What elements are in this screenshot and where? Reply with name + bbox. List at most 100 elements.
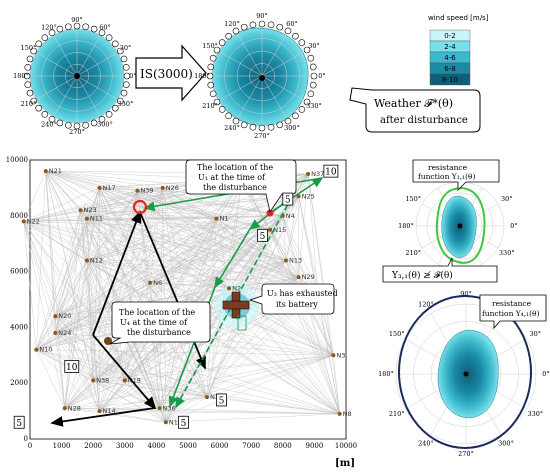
map-node-label: N16 [169,418,182,426]
boundary-marker [218,39,226,46]
p1-angle-label: 150° [21,44,37,52]
boundary-marker [120,55,128,63]
map-node-label: N29 [302,273,315,281]
battery-box [64,360,80,373]
boundary-marker [240,23,248,31]
x-tick-label: 10000 [335,442,357,450]
p1-angle-label: 120° [41,24,57,32]
boundary-marker [82,23,89,31]
battery-box [323,164,339,178]
rb-angle-label: 120° [418,301,434,309]
rt-angle-label: 210° [405,249,421,257]
map-node [122,378,127,383]
callout-u4-line3: the disturbance [127,328,191,337]
u1-location-marker [132,199,148,215]
boundary-marker [123,72,131,80]
u4-location-dot [104,337,112,345]
boundary-marker [48,29,56,36]
map-node-label: N13 [289,256,302,264]
x-tick-label: 3000 [116,442,134,450]
boundary-marker [240,121,248,129]
boundary-marker [35,40,42,48]
boundary-marker [23,72,31,80]
callout-u1-line1: The location of the [197,163,273,172]
boundary-marker [309,63,317,71]
boundary-marker [98,29,106,36]
legend-swatch [429,73,471,86]
p2-angle-label: 270° [254,132,270,140]
map-node [53,330,58,335]
p1-angle-label: 330° [118,100,134,108]
boundary-marker [276,121,284,129]
weather-callout-line1: Weather 𝓕*(θ) [374,97,453,110]
boundary-marker [209,90,217,98]
map-node-label: N19 [128,376,141,384]
boundary-marker [24,81,32,88]
callout-u3-line1: U₃ has exhausted [267,289,338,298]
rb-angle-label: 30° [530,330,542,338]
y-tick-label: 4000 [10,323,28,331]
p1-angle-label: 300° [97,120,113,128]
battery-value: 5 [16,419,22,429]
boundary-marker [298,106,306,113]
battery-value: 5 [285,196,291,206]
map-node [227,286,232,291]
y-tick-label: 6000 [10,268,28,276]
boundary-marker [267,21,275,29]
boundary-marker [90,119,98,127]
p1-angle-label: 210° [21,100,37,108]
map-node-label: N11 [90,215,103,223]
map-node-label: N17 [103,184,116,192]
is-arrow-label: IS(3000) [140,67,193,81]
map-node-label: N38 [96,376,109,384]
p2-angle-label: 330° [306,102,322,110]
map-node-label: N36 [163,404,176,412]
boundary-marker [112,40,119,48]
x-tick-label: 7000 [242,442,260,450]
boundary-marker [213,46,221,54]
p1-angle-label: 30° [120,44,132,52]
rt-func-callout: resistance function Υ₁,₁(θ) [412,159,500,191]
rb-angle-label: 300° [498,439,514,447]
p1-angle-label: 240° [41,120,57,128]
map-node [337,411,342,416]
legend-label: 4-6 [444,54,456,62]
boundary-marker [232,117,240,125]
map-node-label: N20 [58,312,71,320]
boundary-marker [218,106,226,113]
map-node [91,378,96,383]
p2-angle-label: 150° [202,42,218,50]
battery-value: 5 [260,232,266,242]
boundary-marker [207,63,215,71]
boundary-marker [41,111,49,118]
battery-value: 5 [219,396,225,406]
polar-plot-resistance-u1: 90°60°30°0°330°300°270°240°210°180°150°1… [382,159,518,284]
boundary-marker [26,89,34,97]
boundary-marker [122,81,130,88]
p2-angle-label: 120° [224,20,240,28]
map-node [204,395,209,400]
x-tick-label: 4000 [147,442,165,450]
boundary-marker [24,64,32,71]
rb-func-line1: resistance [492,299,532,308]
boundary-marker [65,121,72,129]
map-node-label: N15 [273,226,286,234]
weather-callout-line2: after disturbance [380,115,468,126]
polar-plot-initial [23,22,131,130]
rb-angle-label: 150° [389,330,405,338]
y-tick-label: 2000 [10,379,28,387]
battery-box [178,415,189,429]
battery-box [257,228,268,242]
p1-angle-label: 60° [99,24,111,32]
battery-icon [237,315,247,331]
battery-value: 10 [325,168,337,178]
callout-u4: The location of the U₄ at the time of th… [109,301,211,345]
map-node-label: N21 [49,167,62,175]
boundary-marker [206,72,214,80]
p2-angle-label: 30° [308,42,320,50]
map-node [268,227,273,232]
map-node [160,185,165,190]
x-tick-label: 1000 [53,442,71,450]
boundary-marker [225,32,232,40]
boundary-marker [98,116,106,123]
